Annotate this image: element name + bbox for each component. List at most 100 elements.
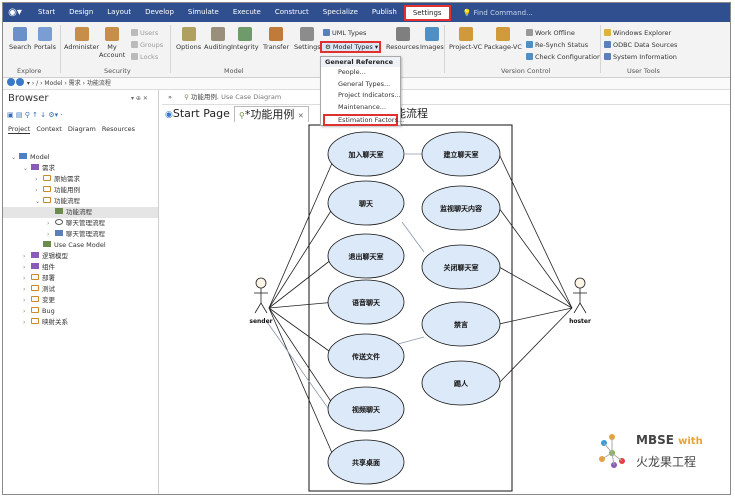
close-tab-icon[interactable]: ✕: [297, 112, 304, 120]
dropdown-item-people[interactable]: People...: [338, 68, 366, 76]
use-case[interactable]: 聊天: [327, 180, 405, 226]
dropdown-item-general-types[interactable]: General Types...: [338, 79, 391, 88]
new-element-icon[interactable]: ▤: [15, 111, 23, 119]
dropdown-item-maintenance[interactable]: Maintenance...: [338, 103, 387, 112]
groups-button[interactable]: Groups: [131, 41, 163, 50]
new-diagram-icon[interactable]: ⚲: [24, 111, 30, 119]
options-button[interactable]: Options: [176, 27, 201, 51]
app-logo-icon[interactable]: ◉▾: [8, 7, 22, 18]
work-offline-button[interactable]: Work Offline: [526, 29, 575, 38]
resynch-button[interactable]: Re-Synch Status: [526, 41, 588, 50]
tree-item[interactable]: ›测试: [23, 284, 55, 295]
odbc-button[interactable]: ODBC Data Sources: [604, 41, 677, 50]
tree-item[interactable]: ›聊天管理流程: [47, 218, 105, 229]
move-up-icon[interactable]: ↑: [32, 111, 38, 119]
check-config-button[interactable]: Check Configuration: [526, 53, 601, 62]
portals-button[interactable]: Portals: [34, 27, 56, 51]
model-types-icon: ⚙: [325, 43, 331, 51]
use-case[interactable]: 加入聊天室: [327, 131, 405, 177]
use-case[interactable]: 踢人: [421, 360, 501, 406]
tree-item[interactable]: ›聊天管理流程: [47, 229, 105, 240]
tree-item[interactable]: Use Case Model: [35, 240, 106, 251]
menu-start[interactable]: Start: [38, 8, 56, 16]
expand-arrow-icon: ›: [47, 220, 50, 227]
tree-item[interactable]: ›变更: [23, 295, 55, 306]
actor-sender[interactable]: sender: [249, 277, 273, 325]
breadcrumb-model[interactable]: Model: [44, 80, 63, 87]
menu-specialize[interactable]: Specialize: [322, 8, 358, 16]
diagram-canvas[interactable]: 加入聊天室聊天退出聊天室语音聊天传送文件视频聊天共享桌面 建立聊天室监视聊天内容关…: [162, 122, 730, 494]
find-command-input[interactable]: 💡 Find Command...: [463, 9, 533, 17]
tree-item[interactable]: ⌄功能流程: [35, 196, 80, 207]
tree-item[interactable]: ›部署: [23, 273, 55, 284]
menu-layout[interactable]: Layout: [107, 8, 132, 16]
expand-panel-icon[interactable]: »: [168, 93, 172, 101]
use-case[interactable]: 共享桌面: [327, 439, 405, 485]
actor-hoster[interactable]: hoster: [569, 277, 591, 325]
new-package-icon[interactable]: ▣: [7, 111, 14, 119]
use-case[interactable]: 视频聊天: [327, 386, 405, 432]
uml-types-button[interactable]: UML Types: [323, 29, 366, 38]
tab-use-case-diagram[interactable]: ⚲*功能用例 ✕: [234, 106, 309, 122]
users-button[interactable]: Users: [131, 29, 158, 38]
diagram-name: 功能用例.: [190, 93, 219, 101]
menu-simulate[interactable]: Simulate: [187, 8, 219, 16]
tab-project[interactable]: Project: [8, 125, 31, 134]
tree-item[interactable]: ›Bug: [23, 306, 55, 317]
project-vc-button[interactable]: Project-VC: [449, 27, 482, 51]
tab-context[interactable]: Context: [36, 125, 62, 133]
transfer-button[interactable]: Transfer: [263, 27, 289, 51]
use-case[interactable]: 建立聊天室: [421, 131, 501, 177]
association-line: [268, 307, 337, 357]
windows-explorer-button[interactable]: Windows Explorer: [604, 29, 671, 38]
menu-settings[interactable]: Settings: [403, 5, 451, 21]
menu-publish[interactable]: Publish: [371, 8, 397, 16]
resources-button[interactable]: Resources: [386, 27, 419, 51]
back-icon[interactable]: [7, 78, 15, 86]
menu-design[interactable]: Design: [69, 8, 94, 16]
tree-item[interactable]: ›映射关系: [23, 317, 68, 328]
tree-item[interactable]: ⌄Model: [11, 152, 50, 163]
system-info-button[interactable]: System Information: [604, 53, 677, 62]
tree-item-selected[interactable]: 功能流程: [3, 207, 158, 218]
tree-item[interactable]: ⌄需求: [23, 163, 55, 174]
tab-resources[interactable]: Resources: [101, 125, 136, 133]
images-button[interactable]: Images: [420, 27, 444, 51]
model-settings-button[interactable]: Settings: [294, 27, 321, 51]
my-account-button[interactable]: My Account: [99, 27, 125, 59]
breadcrumb-function-flow[interactable]: 功能流程: [86, 80, 111, 87]
menu-execute[interactable]: Execute: [232, 8, 261, 16]
collapse-icon[interactable]: ·: [60, 111, 63, 119]
integrity-button[interactable]: Integrity: [231, 27, 259, 51]
panel-controls-icon[interactable]: ▾ ⊕ ✕: [131, 95, 148, 102]
menu-develop[interactable]: Develop: [145, 8, 174, 16]
use-case[interactable]: 退出聊天室: [327, 233, 405, 279]
use-case[interactable]: 关闭聊天室: [421, 244, 501, 290]
auditing-button[interactable]: Auditing: [204, 27, 231, 51]
tab-diagram[interactable]: Diagram: [67, 125, 96, 133]
locks-button[interactable]: Locks: [131, 53, 158, 62]
tab-function-flow[interactable]: 能流程: [395, 106, 428, 122]
use-case[interactable]: 监视聊天内容: [421, 185, 501, 231]
administer-button[interactable]: Administer: [64, 27, 99, 51]
use-case[interactable]: 传送文件: [327, 333, 405, 379]
use-case[interactable]: 语音聊天: [327, 279, 405, 325]
tree-item[interactable]: ›功能用例: [35, 185, 80, 196]
check-config-label: Check Configuration: [535, 53, 602, 61]
model-types-button[interactable]: ⚙ Model Types ▾: [320, 41, 381, 53]
forward-icon[interactable]: [16, 78, 24, 86]
dropdown-item-estimation-factors[interactable]: Estimation Factors...: [323, 113, 404, 126]
tab-start-page[interactable]: ◉Start Page: [165, 106, 230, 122]
filter-icon[interactable]: ⚙▾: [48, 111, 59, 119]
package-vc-button[interactable]: Package-VC: [484, 27, 522, 51]
package-icon: [31, 252, 39, 258]
menu-construct[interactable]: Construct: [274, 8, 309, 16]
breadcrumb-requirements[interactable]: 需求: [68, 80, 81, 87]
search-button[interactable]: Search: [9, 27, 31, 51]
tree-item[interactable]: ›逻辑模型: [23, 251, 68, 262]
move-down-icon[interactable]: ↓: [40, 111, 47, 119]
tree-item[interactable]: ›组件: [23, 262, 55, 273]
tree-item[interactable]: ›原始需求: [35, 174, 80, 185]
dropdown-item-project-indicators[interactable]: Project Indicators...: [338, 91, 401, 100]
use-case[interactable]: 禁言: [421, 301, 501, 347]
